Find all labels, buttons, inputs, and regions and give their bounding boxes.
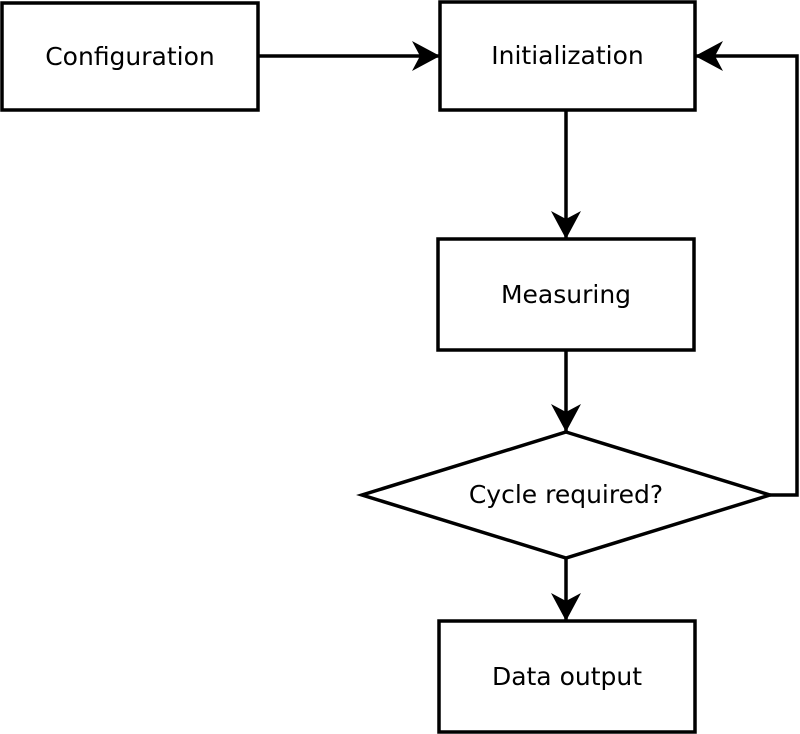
configuration-box bbox=[0, 1, 260, 112]
cycle-required-diamond bbox=[356, 430, 776, 560]
initialization-box bbox=[438, 0, 697, 112]
arrow-cycle-required-to-initialization-loop bbox=[695, 41, 799, 497]
measuring-box bbox=[436, 237, 696, 352]
data-output-box bbox=[437, 619, 697, 734]
